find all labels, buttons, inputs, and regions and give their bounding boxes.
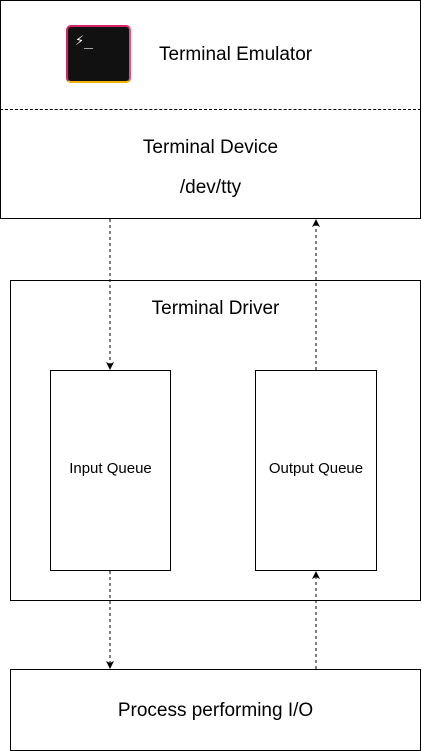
terminal-emulator-title: Terminal Emulator	[159, 44, 313, 65]
output-queue-box: Output Queue	[255, 370, 377, 571]
terminal-app-icon: ⚡_	[66, 25, 131, 83]
input-queue-label: Input Queue	[69, 460, 152, 477]
emulator-device-divider	[0, 109, 421, 110]
terminal-driver-title: Terminal Driver	[151, 298, 280, 319]
terminal-device-path: /dev/tty	[179, 177, 242, 198]
process-label: Process performing I/O	[117, 700, 314, 721]
process-box	[10, 669, 421, 751]
output-queue-label: Output Queue	[268, 460, 364, 477]
terminal-glyph: ⚡_	[75, 31, 94, 49]
terminal-device-title: Terminal Device	[142, 137, 279, 158]
input-queue-box: Input Queue	[50, 370, 171, 571]
